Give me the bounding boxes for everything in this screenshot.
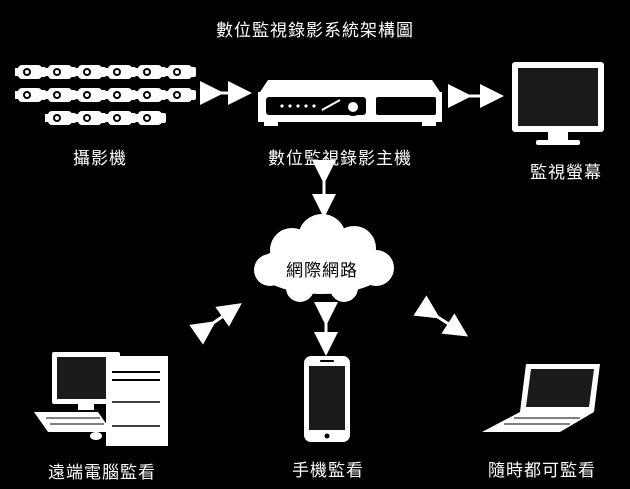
arrow-internet-pc (189, 303, 242, 345)
arrow-internet-laptop (413, 295, 469, 337)
laptop-label: 隨時都可監看 (488, 461, 596, 481)
cameras-label: 攝影機 (73, 149, 127, 169)
cloud-icon (254, 214, 394, 302)
laptop-icon (482, 364, 600, 432)
phone-label: 手機監看 (292, 461, 364, 481)
dvr-icon (258, 80, 442, 126)
camera-icon (15, 65, 196, 125)
diagram-title: 數位監視錄影系統架構圖 (216, 21, 414, 41)
monitor-icon (512, 62, 604, 145)
monitor-label: 監視螢幕 (530, 163, 602, 183)
internet-label: 網際網路 (286, 261, 358, 281)
dvr-label: 數位監視錄影主機 (268, 149, 412, 169)
desktop-pc-icon (34, 352, 168, 446)
smartphone-icon (304, 356, 350, 442)
pc-label: 遠端電腦監看 (48, 463, 156, 483)
